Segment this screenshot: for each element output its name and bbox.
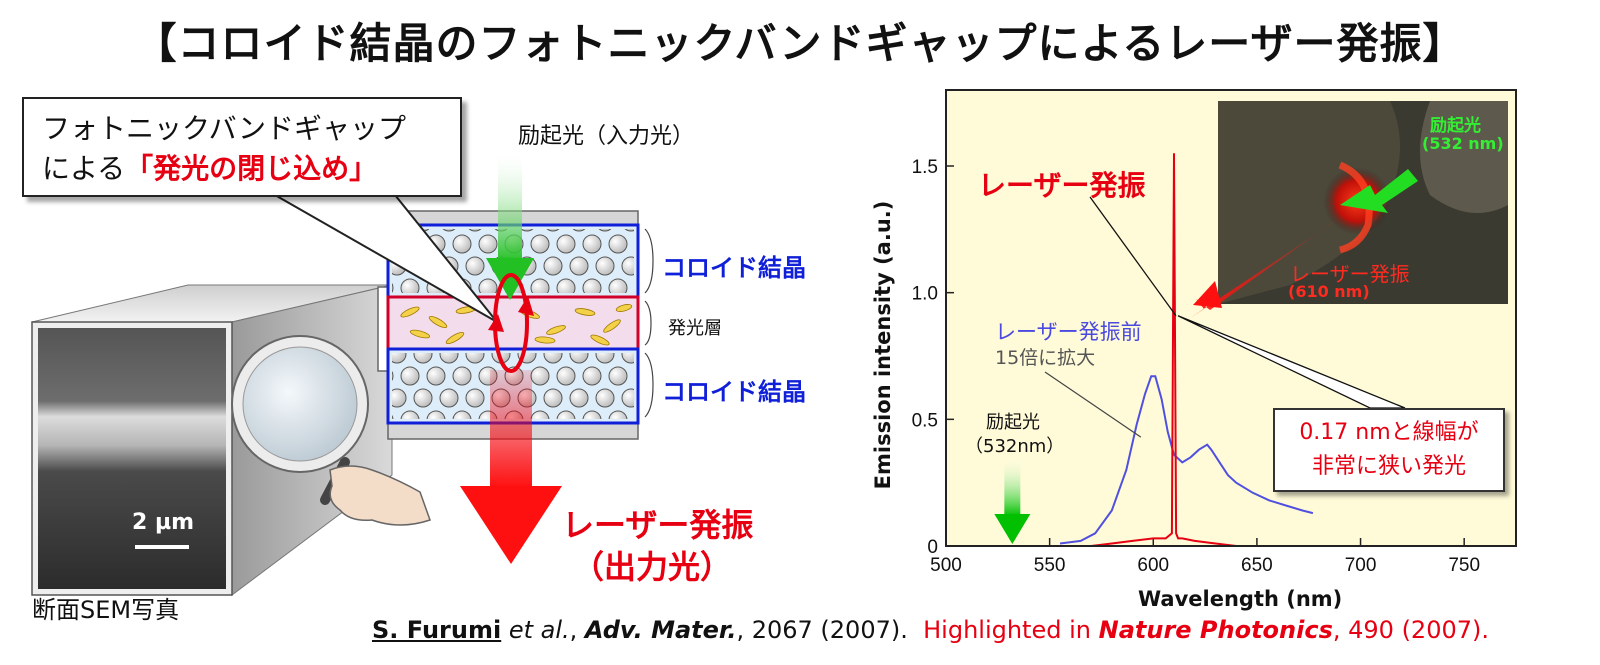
emission-layer-label: 発光層: [668, 318, 722, 339]
x-tick-label: 700: [1345, 555, 1377, 576]
magnified-label: 15倍に拡大: [995, 347, 1096, 369]
laser-output-sub: （出力光）: [572, 548, 733, 586]
series-laser: [1090, 153, 1237, 547]
series-before-laser: [1059, 375, 1314, 545]
sem-image: [38, 328, 226, 589]
colloid-top-label: コロイド結晶: [662, 254, 806, 282]
laser-arrow: [490, 370, 532, 488]
leader-laser: [1089, 196, 1177, 317]
y-tick-label: 1.5: [912, 157, 938, 178]
note-line2: 非常に狭い発光: [1311, 454, 1466, 479]
citation: S. Furumi et al., Adv. Mater., 2067 (200…: [372, 616, 1489, 644]
callout-line1: フォトニックバンドギャップ: [42, 112, 407, 145]
hand-icon: [329, 465, 431, 526]
x-tick-label: 600: [1137, 555, 1169, 576]
emission-chart: 0 0.5 1.0 1.5 500 550 600 650 700 750: [912, 89, 1517, 576]
x-tick-label: 500: [930, 555, 962, 576]
excitation-marker-arrow: [994, 456, 1031, 544]
colloid-bottom-label: コロイド結晶: [662, 378, 806, 406]
linewidth-note: 0.17 nmと線幅が 非常に狭い発光: [1273, 408, 1505, 492]
excitation-label: 励起光（入力光）: [518, 124, 695, 149]
before-laser-label: レーザー発振前: [995, 320, 1142, 344]
y-tick-label: 0: [927, 537, 938, 558]
sem-caption: 断面SEM写真: [32, 596, 180, 624]
callout-highlight: 「発光の閉じ込め」: [125, 152, 378, 185]
citation-etal: et al.: [501, 616, 570, 644]
callout-prefix: による: [42, 152, 126, 185]
laser-output-label: レーザー発振: [562, 506, 754, 544]
citation-journal: Adv. Mater.: [584, 616, 737, 644]
plot-frame: [945, 89, 1517, 547]
inset-laser-label: レーザー発振: [1290, 262, 1410, 286]
x-axis-label: Wavelength (nm): [1138, 587, 1343, 611]
citation-highlight-rest: , 490 (2007).: [1332, 616, 1490, 644]
inset-photo: [1190, 101, 1508, 318]
x-tick-label: 650: [1241, 555, 1273, 576]
chart-excitation-wavelength: （532nm）: [965, 436, 1065, 457]
excitation-arrow: [498, 148, 522, 262]
citation-sep: ,: [569, 616, 585, 644]
x-tick-label: 550: [1034, 555, 1066, 576]
x-tick-label: 750: [1448, 555, 1480, 576]
chart-excitation-label: 励起光: [986, 412, 1040, 433]
excitation-arrow-head: [994, 514, 1031, 544]
sem-scale-label: 2 µm: [132, 510, 195, 535]
inset-excitation-label: 励起光: [1430, 116, 1481, 136]
citation-highlight-journal: Nature Photonics: [1098, 616, 1333, 644]
citation-rest: , 2067 (2007).: [736, 616, 908, 644]
y-tick-label: 1.0: [912, 284, 938, 305]
inset-laser-wl: (610 nm): [1288, 282, 1370, 301]
leader-before: [1044, 371, 1142, 438]
laser-peak-label: レーザー発振: [978, 169, 1146, 202]
y-tick-label: 0.5: [912, 410, 938, 431]
note-line1: 0.17 nmと線幅が: [1299, 420, 1479, 445]
callout-box: フォトニックバンドギャップ による「発光の閉じ込め」: [22, 97, 462, 197]
citation-author: S. Furumi: [372, 616, 502, 644]
excitation-arrow-shaft: [1004, 456, 1021, 516]
page-title: 【コロイド結晶のフォトニックバンドギャップによるレーザー発振】: [134, 19, 1466, 68]
citation-highlight-prefix: Highlighted in: [907, 616, 1099, 644]
inset-excitation-wl: (532 nm): [1422, 134, 1504, 153]
device-diagram: [31, 148, 654, 596]
y-axis-label: Emission intensity (a.u.): [871, 200, 895, 490]
